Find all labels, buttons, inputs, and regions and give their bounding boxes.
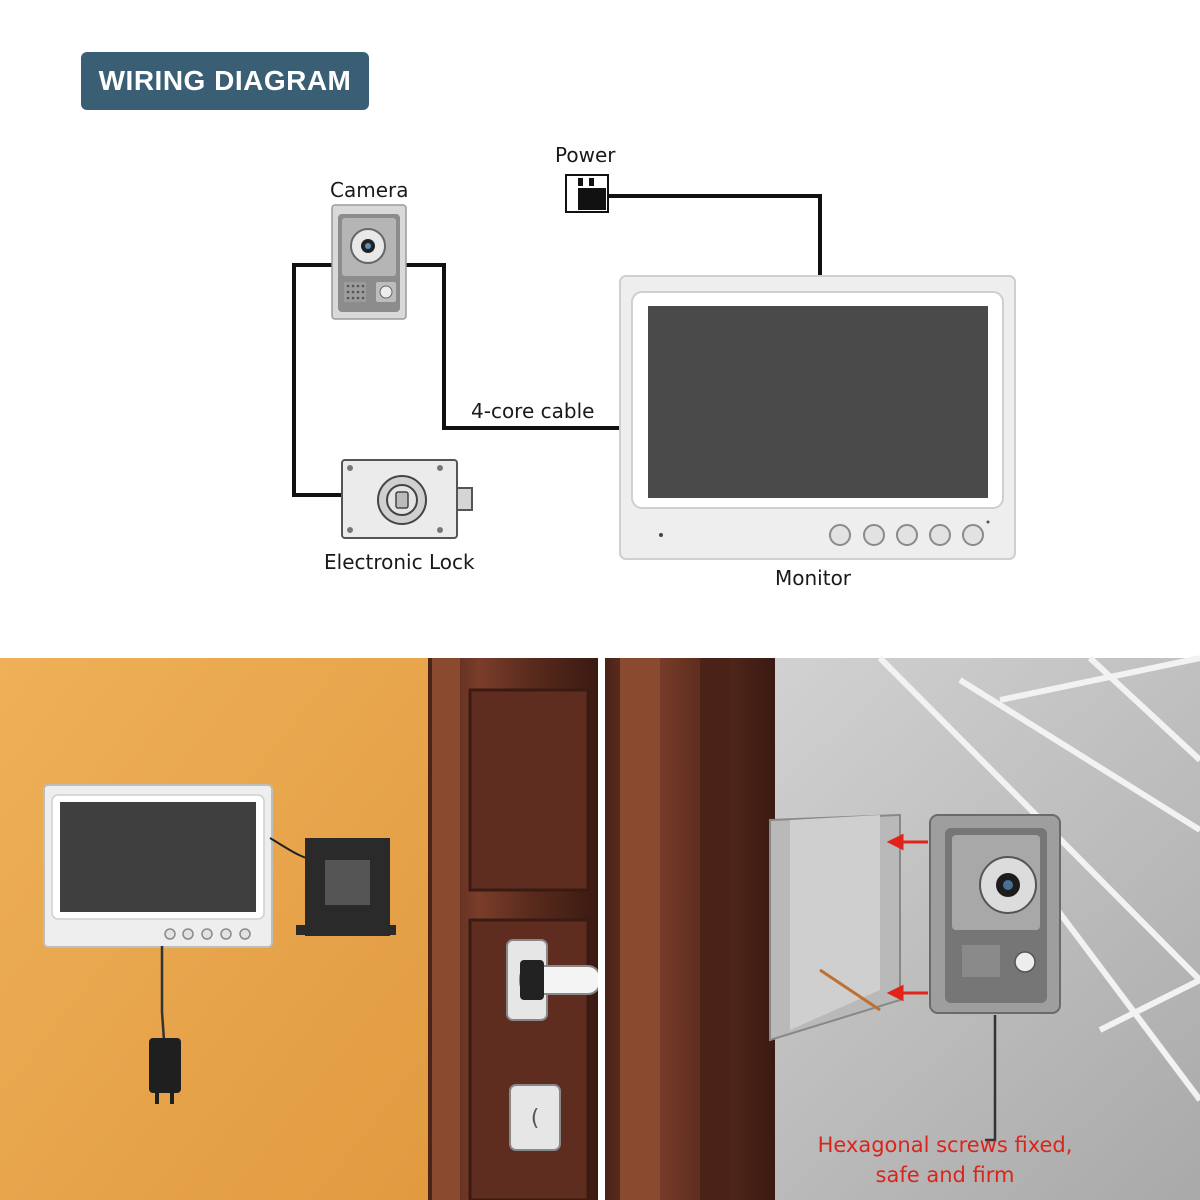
camera-photo-icon [929,814,1061,1014]
door-handle-plate [506,939,548,1021]
wires [292,194,822,497]
diagram-title-badge: WIRING DIAGRAM [81,52,369,110]
power-wire [608,194,822,276]
monitor-label: Monitor [775,566,852,590]
camera-unit-icon [331,204,407,320]
power-label: Power [555,143,616,167]
electronic-lock-icon [341,459,473,539]
power-adapter-icon [149,1038,181,1093]
caption-line-1: Hexagonal screws fixed, [817,1133,1073,1157]
camera-to-monitor-wire [405,263,620,430]
lock-label: Electronic Lock [324,550,475,574]
mounting-backplate [769,813,901,1042]
cable-label: 4-core cable [471,399,595,423]
camera-to-lock-wire [292,263,342,497]
right-photo-caption: Hexagonal screws fixed, safe and firm [770,1130,1120,1190]
diagram-title: WIRING DIAGRAM [98,65,352,96]
caption-line-2: safe and firm [875,1163,1015,1187]
monitor-icon [619,275,1016,560]
door-handle [519,965,601,995]
wall-bracket [296,838,396,936]
camera-label: Camera [330,178,409,202]
hex-key-icon [985,1015,997,1142]
wiring-diagram [292,174,1016,560]
door-lock-plate [509,1084,561,1151]
svg-text:(: ( [531,1106,540,1131]
power-plug-icon [565,174,609,213]
